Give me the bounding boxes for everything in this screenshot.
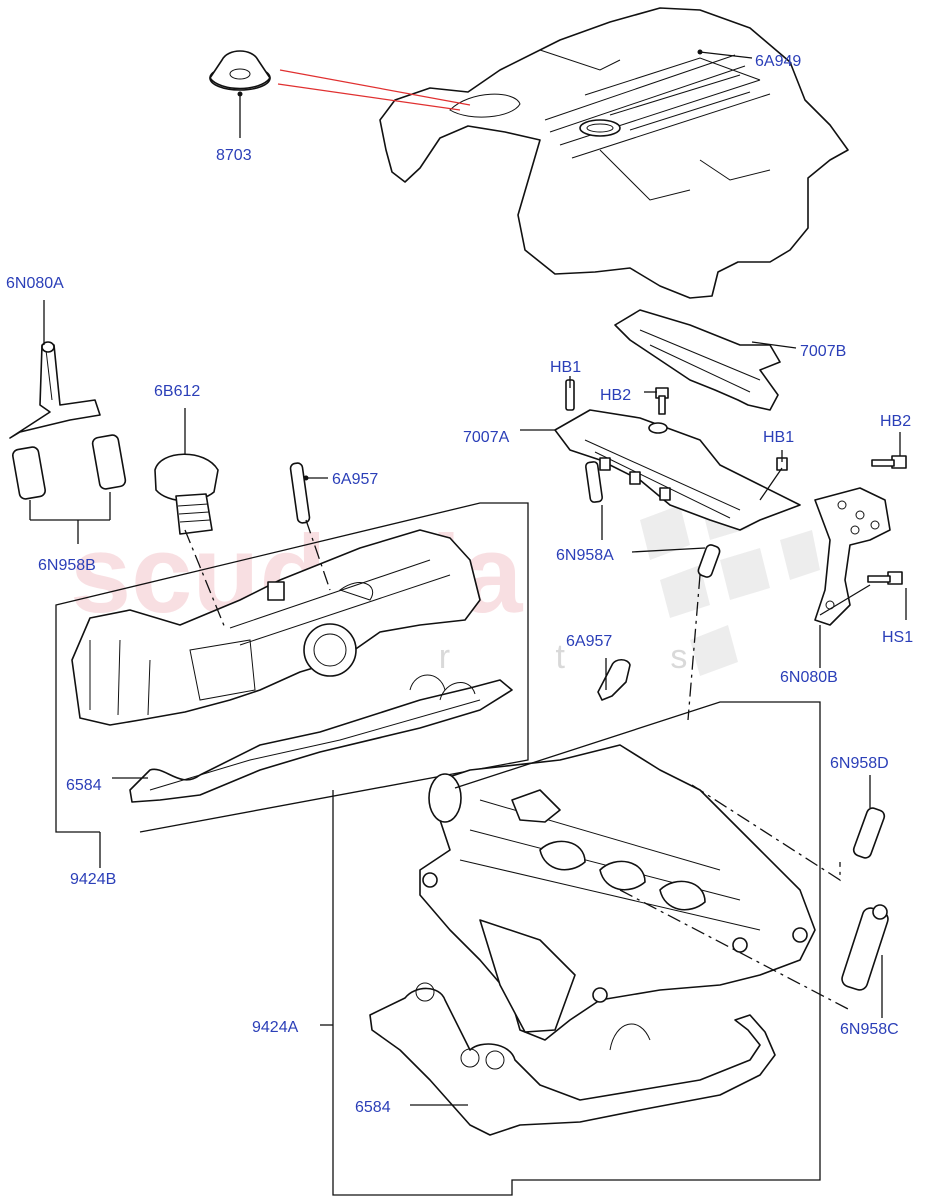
breather-pipe-6A957-top (289, 462, 311, 524)
label-HB1-left: HB1 (550, 359, 581, 376)
label-6A957-top: 6A957 (332, 471, 378, 488)
camshaft-cover-9424A (419, 744, 816, 1041)
gasket-6584-left (129, 674, 513, 803)
label-8703: 8703 (216, 147, 252, 164)
label-9424A: 9424A (252, 1019, 299, 1036)
assembly-lines (184, 519, 851, 1011)
label-HB2-mid: HB2 (600, 387, 631, 404)
label-6N958B: 6N958B (38, 557, 96, 574)
label-6N958A: 6N958A (556, 547, 614, 564)
label-HS1: HS1 (882, 629, 913, 646)
label-6A957-mid: 6A957 (566, 633, 612, 650)
label-6N080A: 6N080A (6, 275, 64, 292)
part-labels: 6A949 8703 6N080A 6B612 6A957 6N958B 700… (6, 53, 913, 1116)
label-HB1-right: HB1 (763, 429, 794, 446)
hose-6N958D (852, 807, 886, 859)
label-6B612: 6B612 (154, 383, 200, 400)
label-6A949: 6A949 (755, 53, 801, 70)
label-6584-bottom: 6584 (355, 1099, 391, 1116)
heat-shield-7007B (614, 309, 781, 411)
hose-6N958C (841, 904, 889, 991)
label-9424B: 9424B (70, 871, 116, 888)
gasket-6584-bottom (369, 982, 776, 1136)
label-6584-left: 6584 (66, 777, 102, 794)
bolt-HB2-right (871, 455, 907, 469)
camshaft-cover-9424B (71, 529, 481, 726)
oil-filler-cap-6B612 (154, 453, 219, 535)
bolt-HS1 (867, 571, 903, 585)
bracket-6N080A (9, 341, 127, 500)
pointer-line-1 (279, 69, 471, 106)
grommet-8703 (209, 50, 471, 111)
label-HB2-right: HB2 (880, 413, 911, 430)
label-7007A: 7007A (463, 429, 510, 446)
label-6N958C: 6N958C (840, 1021, 899, 1038)
label-7007B: 7007B (800, 343, 846, 360)
heat-shield-7007A (554, 409, 801, 531)
leader-lines (29, 49, 907, 1106)
hose-6N958A-lower (697, 544, 721, 578)
bolt-HB2-mid (655, 387, 669, 415)
label-6N958D: 6N958D (830, 755, 889, 772)
bracket-6N080B (814, 487, 891, 626)
hose-6N958A-upper (584, 461, 604, 503)
pointer-line-2 (277, 83, 461, 111)
frame-9424B (55, 502, 529, 833)
engine-cover-6A949 (379, 7, 849, 299)
frame-9424A (332, 701, 821, 1196)
label-6N080B: 6N080B (780, 669, 838, 686)
